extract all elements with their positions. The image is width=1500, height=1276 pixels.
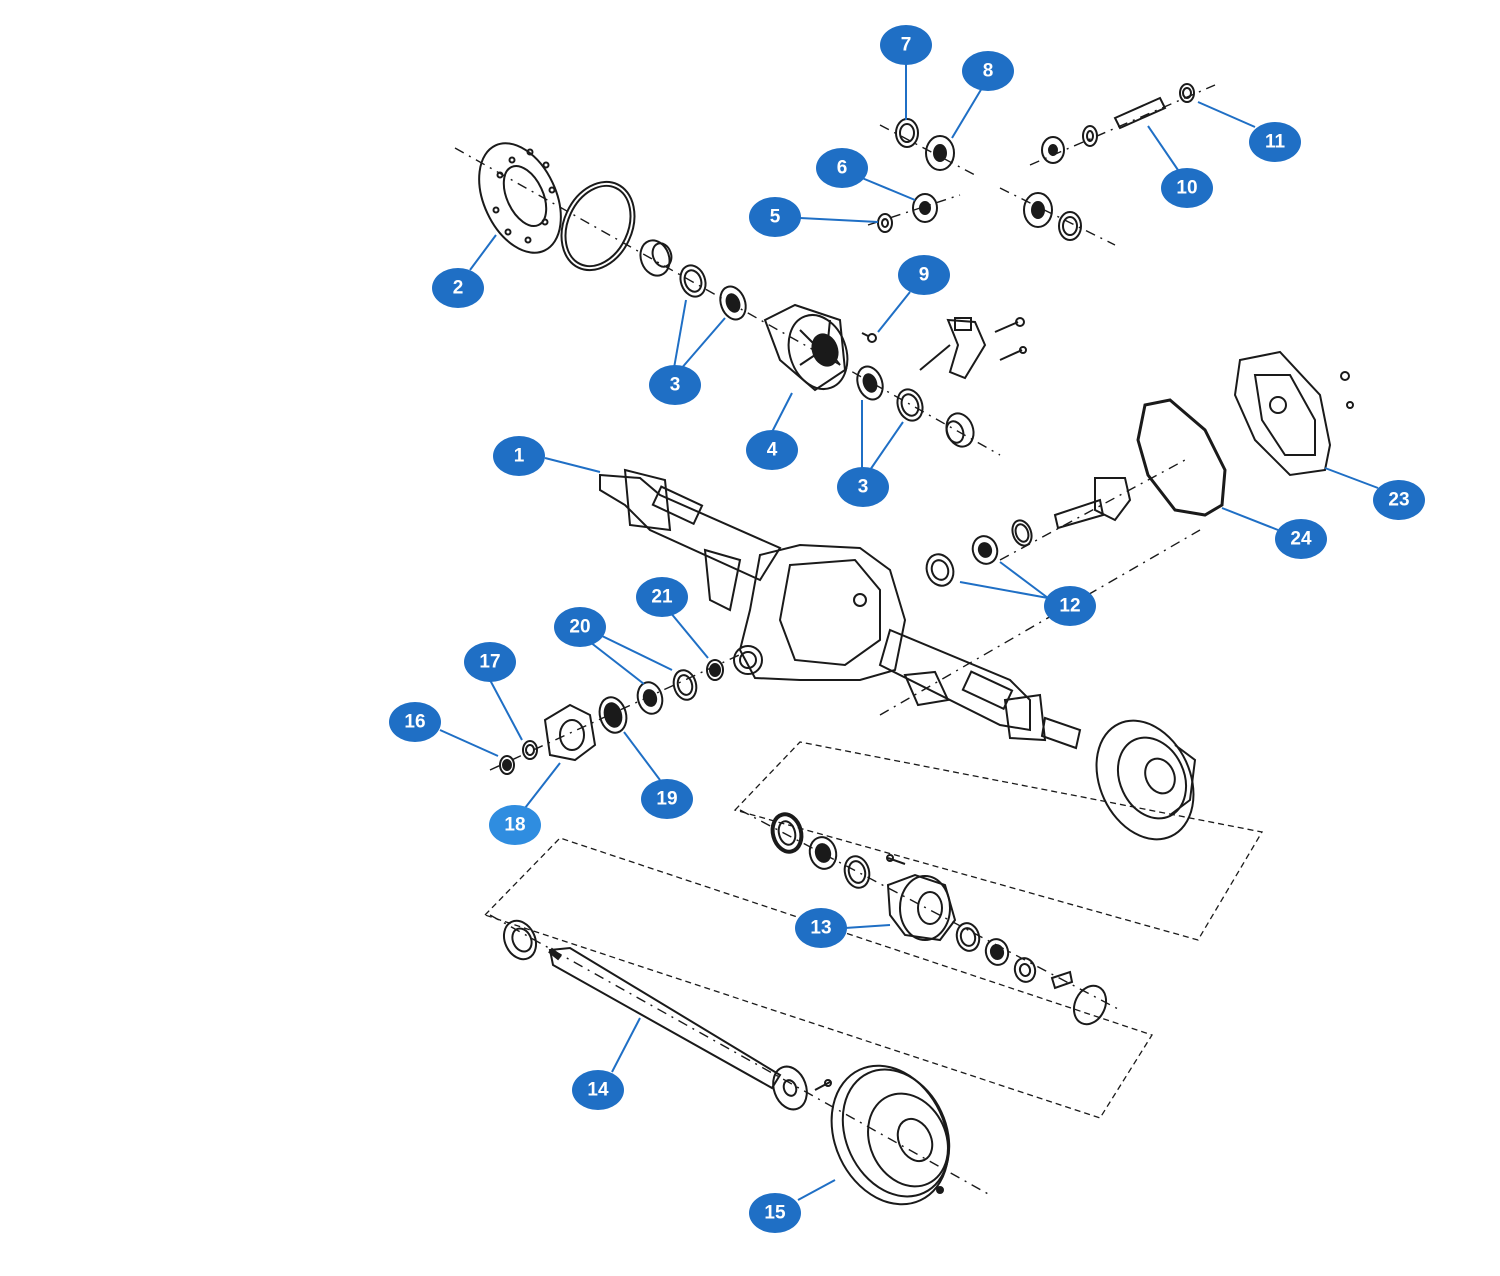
- callout-4: 4: [746, 430, 798, 470]
- callout-21: 21: [636, 577, 688, 617]
- svg-text:3: 3: [858, 477, 869, 498]
- seal-19: [598, 696, 628, 734]
- callout-1: 1: [493, 436, 545, 476]
- svg-text:21: 21: [651, 587, 673, 608]
- callout-23: 23: [1373, 480, 1425, 520]
- svg-text:1: 1: [514, 446, 525, 467]
- callout-14: 14: [572, 1070, 624, 1110]
- carrier-bearing-right: [856, 365, 975, 448]
- svg-text:17: 17: [479, 652, 500, 673]
- yoke-18: [543, 703, 597, 762]
- wheel-hub: [886, 854, 957, 942]
- pinion-gear: [1053, 477, 1132, 530]
- brake-rotor: [830, 1064, 951, 1206]
- svg-text:11: 11: [1265, 132, 1286, 153]
- exploded-view-outlines: [483, 741, 1264, 1119]
- callout-5: 5: [749, 197, 801, 237]
- callout-24: 24: [1275, 519, 1327, 559]
- callout-8: 8: [962, 51, 1014, 91]
- ring-gear: [478, 142, 562, 254]
- svg-text:10: 10: [1176, 178, 1197, 199]
- bearing-cap: [919, 317, 1027, 380]
- callout-10: 10: [1161, 168, 1213, 208]
- callouts: 1 2 3 3 4 5 6 7: [389, 25, 1425, 1233]
- svg-text:9: 9: [919, 265, 930, 286]
- side-gear-8: [925, 135, 955, 171]
- svg-text:14: 14: [587, 1080, 609, 1101]
- callout-11: 11: [1249, 122, 1301, 162]
- callout-18: 18: [489, 805, 541, 845]
- svg-text:23: 23: [1388, 490, 1409, 511]
- svg-text:19: 19: [656, 789, 677, 810]
- differential-cover: [1233, 350, 1354, 477]
- hub-inner-bearing: [808, 836, 871, 889]
- svg-text:18: 18: [504, 815, 525, 836]
- thrust-washer-5: [877, 213, 893, 233]
- svg-text:2: 2: [453, 278, 464, 299]
- axle-housing: [599, 468, 1082, 750]
- pinion-shaft-10: [1113, 96, 1167, 130]
- callout-9: 9: [898, 255, 950, 295]
- cover-gasket: [1136, 398, 1227, 517]
- callout-13: 13: [795, 908, 847, 948]
- svg-text:8: 8: [983, 61, 994, 82]
- svg-text:20: 20: [569, 617, 590, 638]
- pinion-bearing-20: [636, 669, 698, 715]
- callout-2: 2: [432, 268, 484, 308]
- callout-3-upper: 3: [649, 365, 701, 405]
- spacer-21: [706, 659, 724, 681]
- svg-text:7: 7: [901, 35, 912, 56]
- svg-text:24: 24: [1290, 529, 1312, 550]
- svg-text:3: 3: [670, 375, 681, 396]
- axle-shaft: [502, 919, 832, 1111]
- callout-19: 19: [641, 779, 693, 819]
- ring-gear-gasket: [560, 180, 636, 272]
- svg-text:12: 12: [1059, 596, 1080, 617]
- svg-text:4: 4: [767, 440, 778, 461]
- callout-16: 16: [389, 702, 441, 742]
- svg-text:13: 13: [810, 918, 831, 939]
- washer-17: [522, 740, 538, 760]
- callout-6: 6: [816, 148, 868, 188]
- differential-case: [763, 303, 877, 392]
- svg-text:5: 5: [770, 207, 781, 228]
- svg-text:16: 16: [404, 712, 425, 733]
- callout-15: 15: [749, 1193, 801, 1233]
- pinion-bearings: [925, 519, 1033, 587]
- brake-backing-plate: [1095, 719, 1197, 841]
- hub-seal: [770, 812, 804, 854]
- leader-lines: [439, 63, 1379, 1201]
- callout-20: 20: [554, 607, 606, 647]
- thrust-washer-7: [895, 118, 919, 148]
- callout-3-lower: 3: [837, 467, 889, 507]
- svg-text:15: 15: [764, 1203, 786, 1224]
- lock-pin-11: [1179, 83, 1195, 103]
- callout-12: 12: [1044, 586, 1096, 626]
- svg-text:6: 6: [837, 158, 848, 179]
- callout-7: 7: [880, 25, 932, 65]
- hub-outer-bearing: [955, 922, 1108, 1026]
- callout-17: 17: [464, 642, 516, 682]
- pinion-gear-6: [912, 193, 938, 223]
- pinion-shaft-gears: [1023, 125, 1098, 241]
- pinion-nut-16: [499, 755, 515, 775]
- carrier-bearing-left: [639, 239, 747, 321]
